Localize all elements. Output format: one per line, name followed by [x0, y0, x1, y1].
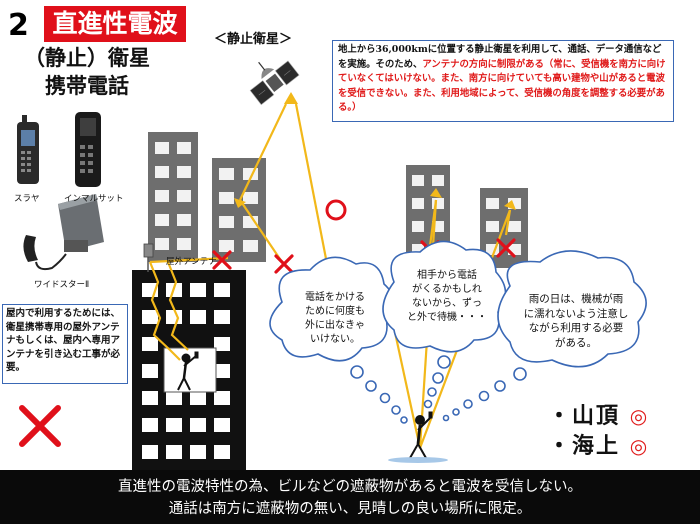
bubble-mid-line: 相手から電話 — [417, 270, 477, 281]
person-indoor — [177, 351, 199, 391]
phone-thuraya-image — [17, 115, 39, 184]
bubble-left-line: いけない。 — [310, 334, 360, 345]
subtitle-line-1: （静止）衛星 — [24, 45, 150, 70]
building-dark — [132, 270, 246, 470]
building-gray-2 — [212, 158, 266, 262]
bubble-mid-line: がくるかもしれ — [412, 284, 482, 295]
satellite-image — [249, 60, 300, 106]
location-sea-label: ・海上 — [548, 433, 621, 459]
bottom-banner: 直進性の電波特性の為、ビルなどの遮蔽物があると電波を受信しない。 通話は南方に遮… — [0, 470, 700, 524]
ray-arrowheads — [234, 92, 516, 210]
top-note-box: 地上から36,000kmに位置する静止衛星を利用して、通話、データ通信などを実施… — [332, 40, 674, 122]
location-mountain: ・山頂 ◎ — [548, 398, 647, 430]
double-circle-icon: ◎ — [629, 434, 648, 458]
bubble-right-line: がある。 — [555, 336, 597, 349]
phone-label-widestar: ワイドスターⅡ — [34, 280, 90, 290]
section-number: 2 — [8, 8, 29, 43]
bubble-left-line: 電話をかける — [305, 292, 365, 303]
large-cross-icon — [19, 405, 61, 447]
top-note-text: 地上から36,000kmに位置する静止衛星を利用して、通話、データ通信などを実施… — [338, 44, 662, 70]
phone-label-thuraya: スラヤ — [14, 194, 40, 204]
location-mountain-label: ・山頂 — [548, 403, 621, 429]
bubble-left-text: 電話をかける ために何度も 外に出なきゃ いけない。 — [288, 291, 382, 347]
building-gray-1 — [148, 132, 198, 262]
thought-bubbles — [269, 240, 647, 424]
bubble-right-text: 雨の日は、機械が雨 に濡れないよう注意し ながら利用する必要 がある。 — [516, 292, 636, 350]
bubble-right-line: ながら利用する必要 — [528, 322, 624, 334]
bubble-left-line: 外に出なきゃ — [305, 320, 365, 331]
page-subtitle: （静止）衛星 携帯電話 — [24, 44, 150, 100]
phone-label-inmarsat: インマルサット — [64, 194, 124, 204]
roof-antenna-image — [143, 243, 154, 272]
subtitle-line-2: 携帯電話 — [45, 73, 129, 98]
location-sea: ・海上 ◎ — [548, 428, 647, 460]
bottom-line-2: 通話は南方に遮蔽物の無い、見晴しの良い場所に限定。 — [168, 501, 532, 517]
bubble-right-line: 雨の日は、機械が雨 — [528, 293, 624, 305]
bubble-mid-line: と外で待機・・・ — [407, 312, 487, 323]
left-note-box: 屋内で利用するためには、衛星携帯専用の屋外アンテナもしくは、屋内へ専用アンテナを… — [2, 304, 128, 384]
double-circle-icon: ◎ — [629, 404, 648, 428]
satellite-label: ＜静止衛星＞ — [214, 32, 293, 47]
bubble-mid-line: ないから、ずっ — [412, 298, 482, 309]
bubble-right-line: に濡れないよう注意し — [523, 307, 629, 320]
page-title: 直進性電波 — [44, 6, 186, 42]
person-outdoor — [388, 411, 448, 463]
phone-inmarsat-image — [75, 112, 101, 187]
top-note-red-text: アンテナの方向に制限がある（常に、受信機を南方に向けていなくてはいけない。また、… — [338, 58, 666, 114]
bubble-left-line: ために何度も — [305, 306, 365, 317]
bottom-line-1: 直進性の電波特性の為、ビルなどの遮蔽物があると電波を受信しない。 — [118, 479, 582, 495]
roof-antenna-label: 屋外アンテナ — [166, 257, 217, 267]
bubble-mid-text: 相手から電話 がくるかもしれ ないから、ずっ と外で待機・・・ — [398, 269, 496, 325]
ok-circle-icon — [325, 199, 347, 221]
phone-widestar-image — [23, 194, 104, 271]
